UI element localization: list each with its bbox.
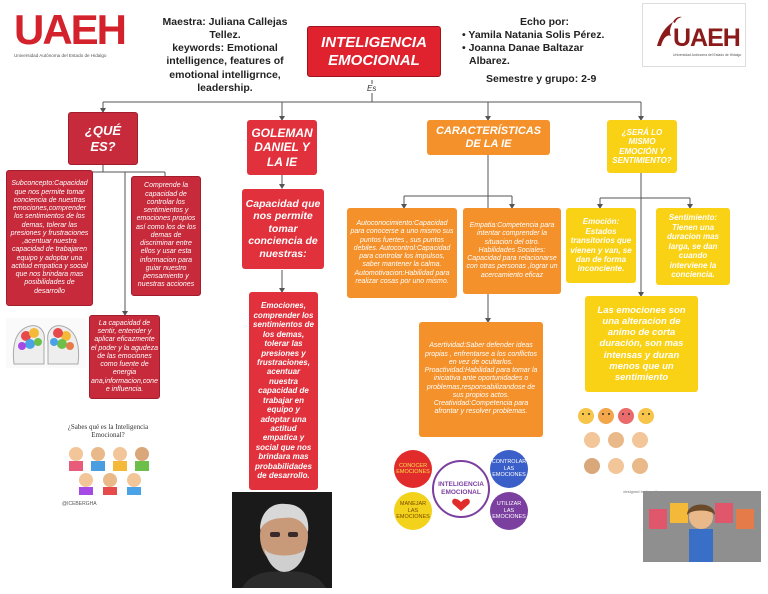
ie-circle-conocer: CONOCER EMOCIONES: [394, 450, 432, 488]
emotions-photo: [643, 491, 761, 562]
caracteristicas-box: CARACTERÍSTICAS DE LA IE: [427, 120, 550, 155]
emocion-sentimiento-box: ¿SERÁ LO MISMO EMOCIÓN Y SENTIMIENTO?: [607, 120, 677, 173]
goleman-definition-box: Capacidad que nos permite tomar concienc…: [242, 189, 324, 269]
portrait-icon: [242, 503, 326, 588]
goleman-title: GOLEMAN DANIEL Y LA IE: [251, 126, 313, 169]
connector-es-label: Es: [366, 84, 378, 93]
emoji-faces-card: designed by freepik: [572, 404, 662, 496]
caracteristicas-title: CARACTERÍSTICAS DE LA IE: [435, 124, 542, 150]
keywords-line: leadership.: [197, 81, 253, 94]
author-line: Albarez.: [469, 55, 510, 68]
made-by-label: Echo por:: [520, 16, 569, 28]
heart-brain-icon: [452, 498, 470, 511]
caracteristicas-right-box: Empatia:Competencia para intentar compre…: [463, 208, 561, 294]
goleman-photo: [232, 492, 332, 588]
teacher-line: Tellez.: [209, 29, 241, 42]
ie-diagram-center-text: INTELIGENCIA EMOCIONAL: [438, 481, 484, 496]
authors-block: Echo por: • Yamila Natania Solis Pérez. …: [462, 16, 627, 86]
kids-faces-illustration: [69, 447, 149, 495]
emoji-faces-icon: [578, 408, 654, 474]
emocion-box: Emoción: Estados transitorios que vienen…: [566, 208, 636, 283]
uaeh-logo-left-subtitle: Universidad Autónoma del Estado de Hidal…: [14, 53, 107, 58]
brain-heads-illustration: [6, 318, 86, 368]
que-es-box: ¿QUÉ ES?: [68, 112, 138, 165]
emociones-vs-sentimiento-text: Las emociones son una alteracion de anim…: [597, 304, 686, 383]
goleman-box: GOLEMAN DANIEL Y LA IE: [247, 120, 317, 175]
que-es-title: ¿QUÉ ES?: [84, 123, 122, 154]
ie-circle-utilizar: UTILIZAR LAS EMOCIONES: [490, 492, 528, 530]
goleman-detail-box: Emociones, comprender los sentimientos d…: [249, 292, 318, 490]
keywords-line: emotional intelligrnce,: [169, 68, 281, 81]
uaeh-logo-right-subtitle: Universidad Autónoma del Estado de Hidal…: [673, 53, 742, 57]
ie-circle-conocer-text: CONOCER EMOCIONES: [396, 462, 430, 475]
main-title-box: INTELIGENCIA EMOCIONAL: [307, 26, 441, 77]
sabes-card-caption: @ICEBERGHA: [62, 501, 97, 507]
uaeh-logo-right-text: UAEH: [673, 24, 741, 52]
que-es-bottom-box: La capacidad de sentir, entender y aplic…: [89, 315, 160, 399]
author-line: • Yamila Natania Solis Pérez.: [462, 29, 605, 42]
emotions-photo-icon: [649, 503, 754, 562]
caracteristicas-bottom-box: Asertividad:Saber defender ideas propias…: [419, 322, 543, 437]
emocion-text: Emoción: Estados transitorios que vienen…: [570, 217, 632, 274]
uaeh-logo-left: UAEH Universidad Autónoma del Estado de …: [14, 8, 134, 64]
keywords-line: keywords: Emotional: [172, 42, 278, 55]
ie-circle-manejar: MANEJAR LAS EMOCIONES: [394, 492, 432, 530]
emociones-vs-sentimiento-box: Las emociones son una alteracion de anim…: [585, 296, 698, 392]
semester-label: Semestre y grupo: 2-9: [486, 72, 597, 85]
uaeh-logo-right: UAEH Universidad Autónoma del Estado de …: [642, 3, 746, 67]
sabes-que-es-card: ¿Sabes qué es la Inteligencia Emocional?…: [56, 420, 160, 512]
sentimiento-box: Sentimiento: Tienen una duracion mas lar…: [656, 208, 730, 285]
goleman-definition: Capacidad que nos permite tomar concienc…: [245, 198, 321, 260]
sentimiento-text: Sentimiento: Tienen una duracion mas lar…: [666, 213, 719, 280]
author-line: • Joanna Danae Baltazar: [462, 42, 584, 55]
ie-circle-utilizar-text: UTILIZAR LAS EMOCIONES: [492, 501, 526, 521]
main-title-line: EMOCIONAL: [328, 51, 420, 69]
caracteristicas-left-box: Autoconocimiento:Capacidad para conocers…: [347, 208, 457, 298]
emocion-sentimiento-title: ¿SERÁ LO MISMO EMOCIÓN Y SENTIMIENTO?: [612, 127, 672, 165]
goleman-detail: Emociones, comprender los sentimientos d…: [253, 301, 314, 481]
ie-diagram-center: INTELIGENCIA EMOCIONAL: [432, 460, 490, 518]
ie-circle-manejar-text: MANEJAR LAS EMOCIONES: [396, 501, 430, 521]
keywords-line: intelligence, features of: [166, 55, 284, 68]
garza-bird-icon: [657, 16, 682, 46]
que-es-left-box: Subconcepto:Capacidad que nos permite to…: [6, 170, 93, 306]
sabes-card-title: ¿Sabes qué es la Inteligencia Emocional?: [67, 423, 149, 439]
emoji-card-caption: designed by freepik: [623, 489, 658, 494]
teacher-line: Maestra: Juliana Callejas: [162, 16, 288, 28]
ie-circle-controlar: CONTROLAR LAS EMOCIONES: [490, 450, 528, 488]
que-es-right-box: Comprende la capacidad de controlar los …: [131, 176, 201, 296]
main-title-line: INTELIGENCIA: [321, 33, 427, 51]
uaeh-logo-left-text: UAEH: [14, 6, 127, 53]
brain-heads-icon: [12, 325, 80, 365]
teacher-info: Maestra: Juliana Callejas Tellez. keywor…: [150, 16, 300, 95]
ie-circles-diagram: INTELIGENCIA EMOCIONAL CONOCER EMOCIONES…: [392, 448, 532, 532]
ie-circle-controlar-text: CONTROLAR LAS EMOCIONES: [491, 459, 527, 479]
